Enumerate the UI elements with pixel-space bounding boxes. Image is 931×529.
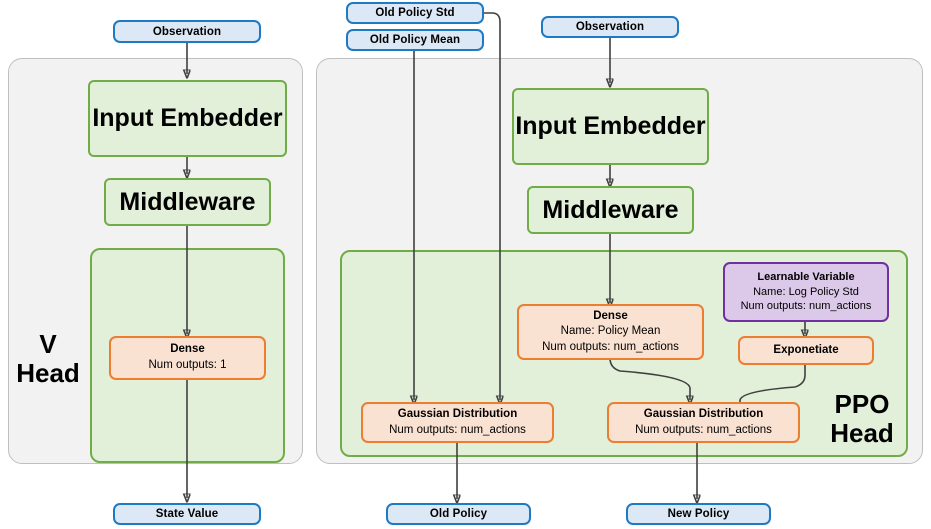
new-policy-output-label: New Policy xyxy=(667,508,730,520)
v-head-dense-block[interactable]: Dense Num outputs: 1 xyxy=(109,336,266,380)
ppo-head-input-embedder-label: Input Embedder xyxy=(515,112,706,141)
gaussian-new-title: Gaussian Distribution xyxy=(643,407,764,420)
v-head-dense-num-outputs: Num outputs: 1 xyxy=(148,359,227,371)
ppo-head-observation-input[interactable]: Observation xyxy=(541,16,679,38)
ppo-head-dense-title: Dense xyxy=(593,309,628,322)
new-policy-output[interactable]: New Policy xyxy=(626,503,771,525)
v-head-caption-line1: V xyxy=(39,329,57,359)
ppo-head-input-embedder-block[interactable]: Input Embedder xyxy=(512,88,709,165)
v-head-caption: V Head xyxy=(10,329,86,389)
learnable-variable-title: Learnable Variable xyxy=(757,271,855,284)
old-policy-std-label: Old Policy Std xyxy=(375,7,455,19)
ppo-head-caption-line2: Head xyxy=(830,418,894,449)
gaussian-distribution-new-block[interactable]: Gaussian Distribution Num outputs: num_a… xyxy=(607,402,800,443)
gaussian-old-num-outputs: Num outputs: num_actions xyxy=(389,423,526,436)
ppo-head-caption: PPO Head xyxy=(820,389,904,449)
v-head-state-value-label: State Value xyxy=(155,508,219,520)
ppo-head-observation-label: Observation xyxy=(575,21,645,33)
v-head-middleware-block[interactable]: Middleware xyxy=(104,178,271,226)
v-head-observation-label: Observation xyxy=(152,25,222,38)
learnable-variable-num-outputs: Num outputs: num_actions xyxy=(740,300,872,313)
v-head-middleware-label: Middleware xyxy=(119,187,256,216)
v-head-state-value-output[interactable]: State Value xyxy=(113,503,261,525)
ppo-head-dense-num-outputs: Num outputs: num_actions xyxy=(542,340,679,353)
learnable-variable-name: Name: Log Policy Std xyxy=(753,285,859,298)
v-head-input-embedder-block[interactable]: Input Embedder xyxy=(88,80,287,157)
ppo-head-dense-name: Name: Policy Mean xyxy=(560,325,661,338)
old-policy-mean-label: Old Policy Mean xyxy=(369,34,461,46)
ppo-head-middleware-label: Middleware xyxy=(542,195,679,224)
ppo-head-dense-policy-mean-block[interactable]: Dense Name: Policy Mean Num outputs: num… xyxy=(517,304,704,360)
v-head-caption-line2: Head xyxy=(16,358,80,389)
v-head-input-embedder-label: Input Embedder xyxy=(92,104,283,133)
ppo-head-middleware-block[interactable]: Middleware xyxy=(527,186,694,234)
exponetiate-block[interactable]: Exponetiate xyxy=(738,336,874,365)
old-policy-std-input[interactable]: Old Policy Std xyxy=(346,2,484,24)
exponetiate-label: Exponetiate xyxy=(773,343,839,356)
v-head-observation-input[interactable]: Observation xyxy=(113,20,261,43)
ppo-head-caption-line1: PPO xyxy=(834,389,890,419)
old-policy-output-label: Old Policy xyxy=(429,508,488,520)
old-policy-mean-input[interactable]: Old Policy Mean xyxy=(346,29,484,51)
gaussian-new-num-outputs: Num outputs: num_actions xyxy=(635,423,772,436)
learnable-variable-log-policy-std-block[interactable]: Learnable Variable Name: Log Policy Std … xyxy=(723,262,889,322)
gaussian-distribution-old-block[interactable]: Gaussian Distribution Num outputs: num_a… xyxy=(361,402,554,443)
old-policy-output[interactable]: Old Policy xyxy=(386,503,531,525)
v-head-dense-title: Dense xyxy=(170,343,205,356)
gaussian-old-title: Gaussian Distribution xyxy=(397,407,518,420)
